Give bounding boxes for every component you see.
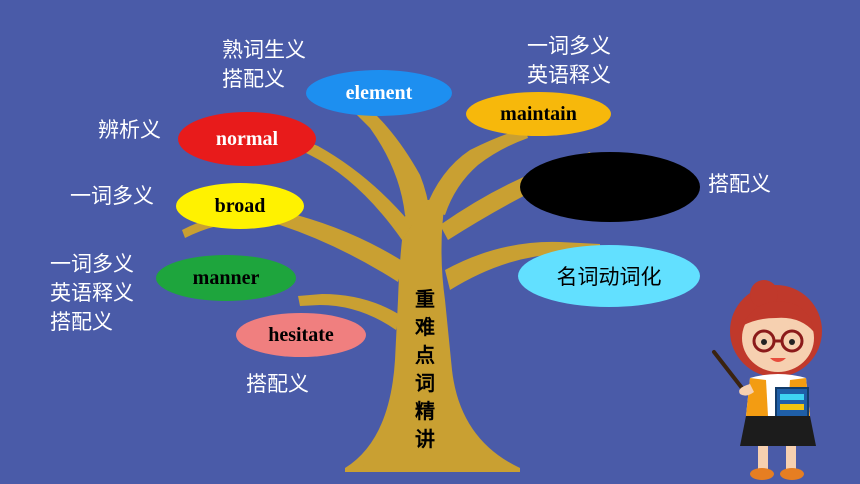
node-broad-word: broad [214, 194, 266, 217]
teacher-with-book-and-pointer-icon [712, 280, 822, 480]
node-normal-word: normal [215, 127, 279, 150]
node-hesitate[interactable]: hesitate [236, 313, 366, 357]
node-noun-to-verb-word: 名词动词化 [556, 265, 662, 289]
label-manner-note: 一词多义 英语释义 搭配义 [50, 252, 134, 334]
node-noun-to-verb[interactable]: 名词动词化 [518, 245, 700, 307]
node-hesitate-word: hesitate [268, 323, 334, 346]
label-element-note: 熟词生义 搭配义 [222, 38, 306, 91]
label-maintain-note: 一词多义 英语释义 [527, 34, 611, 87]
node-manner[interactable]: manner [156, 255, 296, 301]
label-normal-note: 辨析义 [98, 118, 161, 142]
node-element[interactable]: element [306, 70, 452, 116]
node-manner-word: manner [192, 266, 260, 289]
node-hidden-word[interactable] [520, 152, 700, 222]
label-hidden-note: 搭配义 [708, 172, 771, 196]
node-element-word: element [345, 81, 413, 104]
label-hesitate-note: 搭配义 [246, 372, 309, 396]
trunk-title: 重难点词精讲 [415, 287, 435, 451]
node-broad[interactable]: broad [176, 183, 304, 229]
node-normal[interactable]: normal [178, 112, 316, 166]
label-broad-note: 一词多义 [70, 184, 154, 208]
node-maintain[interactable]: maintain [466, 92, 611, 136]
node-maintain-word: maintain [500, 102, 577, 125]
